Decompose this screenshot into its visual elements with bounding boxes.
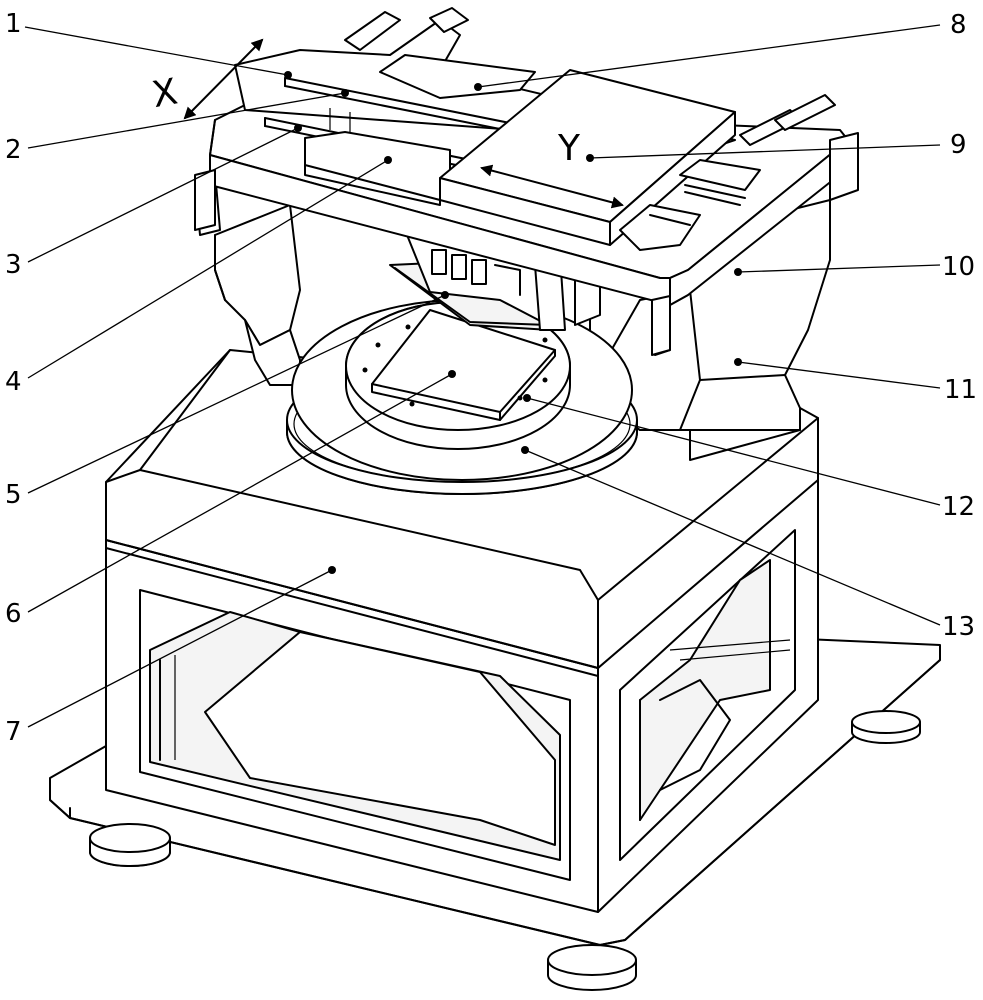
leader-dot-3 [294, 124, 302, 132]
leader-4 [27, 159, 389, 379]
leader-8 [477, 24, 941, 88]
leader-5 [27, 294, 446, 494]
callout-7: 7 [5, 717, 22, 747]
callout-4: 4 [5, 367, 22, 397]
leader-3 [27, 127, 299, 263]
leader-dot-1 [284, 71, 292, 79]
x-axis-label: X [149, 71, 180, 116]
callout-6: 6 [5, 599, 22, 629]
callout-labels: 1 2 3 4 5 6 7 8 9 10 11 12 13 [5, 9, 977, 747]
leveling-feet [89, 710, 921, 991]
lower-frame [105, 477, 819, 913]
x-axis-arrow [183, 38, 264, 120]
leader-dot-9 [586, 154, 594, 162]
leader-dot-11 [734, 358, 742, 366]
callout-8: 8 [950, 10, 967, 40]
callout-5: 5 [5, 480, 22, 510]
leader-dot-6 [448, 370, 456, 378]
leader-dot-4 [384, 156, 392, 164]
callout-9: 9 [950, 130, 967, 160]
leader-dot-8 [474, 83, 482, 91]
leader-1 [24, 26, 289, 76]
leader-dot-2 [341, 89, 349, 97]
callout-12: 12 [942, 492, 975, 522]
leader-13 [524, 449, 941, 626]
leader-2 [27, 92, 346, 149]
leader-6 [27, 373, 453, 613]
callout-11: 11 [944, 375, 977, 405]
leader-12 [526, 397, 941, 506]
leader-dot-5 [441, 291, 449, 299]
rotary-table [286, 299, 638, 495]
callout-13: 13 [942, 612, 975, 642]
callout-2: 2 [5, 135, 22, 165]
callout-3: 3 [5, 250, 22, 280]
leader-dot-10 [734, 268, 742, 276]
leader-7 [27, 569, 333, 728]
leader-9 [589, 144, 941, 159]
callout-10: 10 [942, 252, 975, 282]
callout-1: 1 [5, 9, 22, 39]
y-axis-label: Y [557, 128, 581, 169]
leader-11 [737, 361, 941, 389]
y-axis-arrow [480, 164, 624, 209]
leader-lines [24, 24, 941, 728]
leader-dot-13 [521, 446, 529, 454]
leader-dot-7 [328, 566, 336, 574]
leader-10 [737, 264, 941, 273]
leader-dot-12 [523, 394, 531, 402]
